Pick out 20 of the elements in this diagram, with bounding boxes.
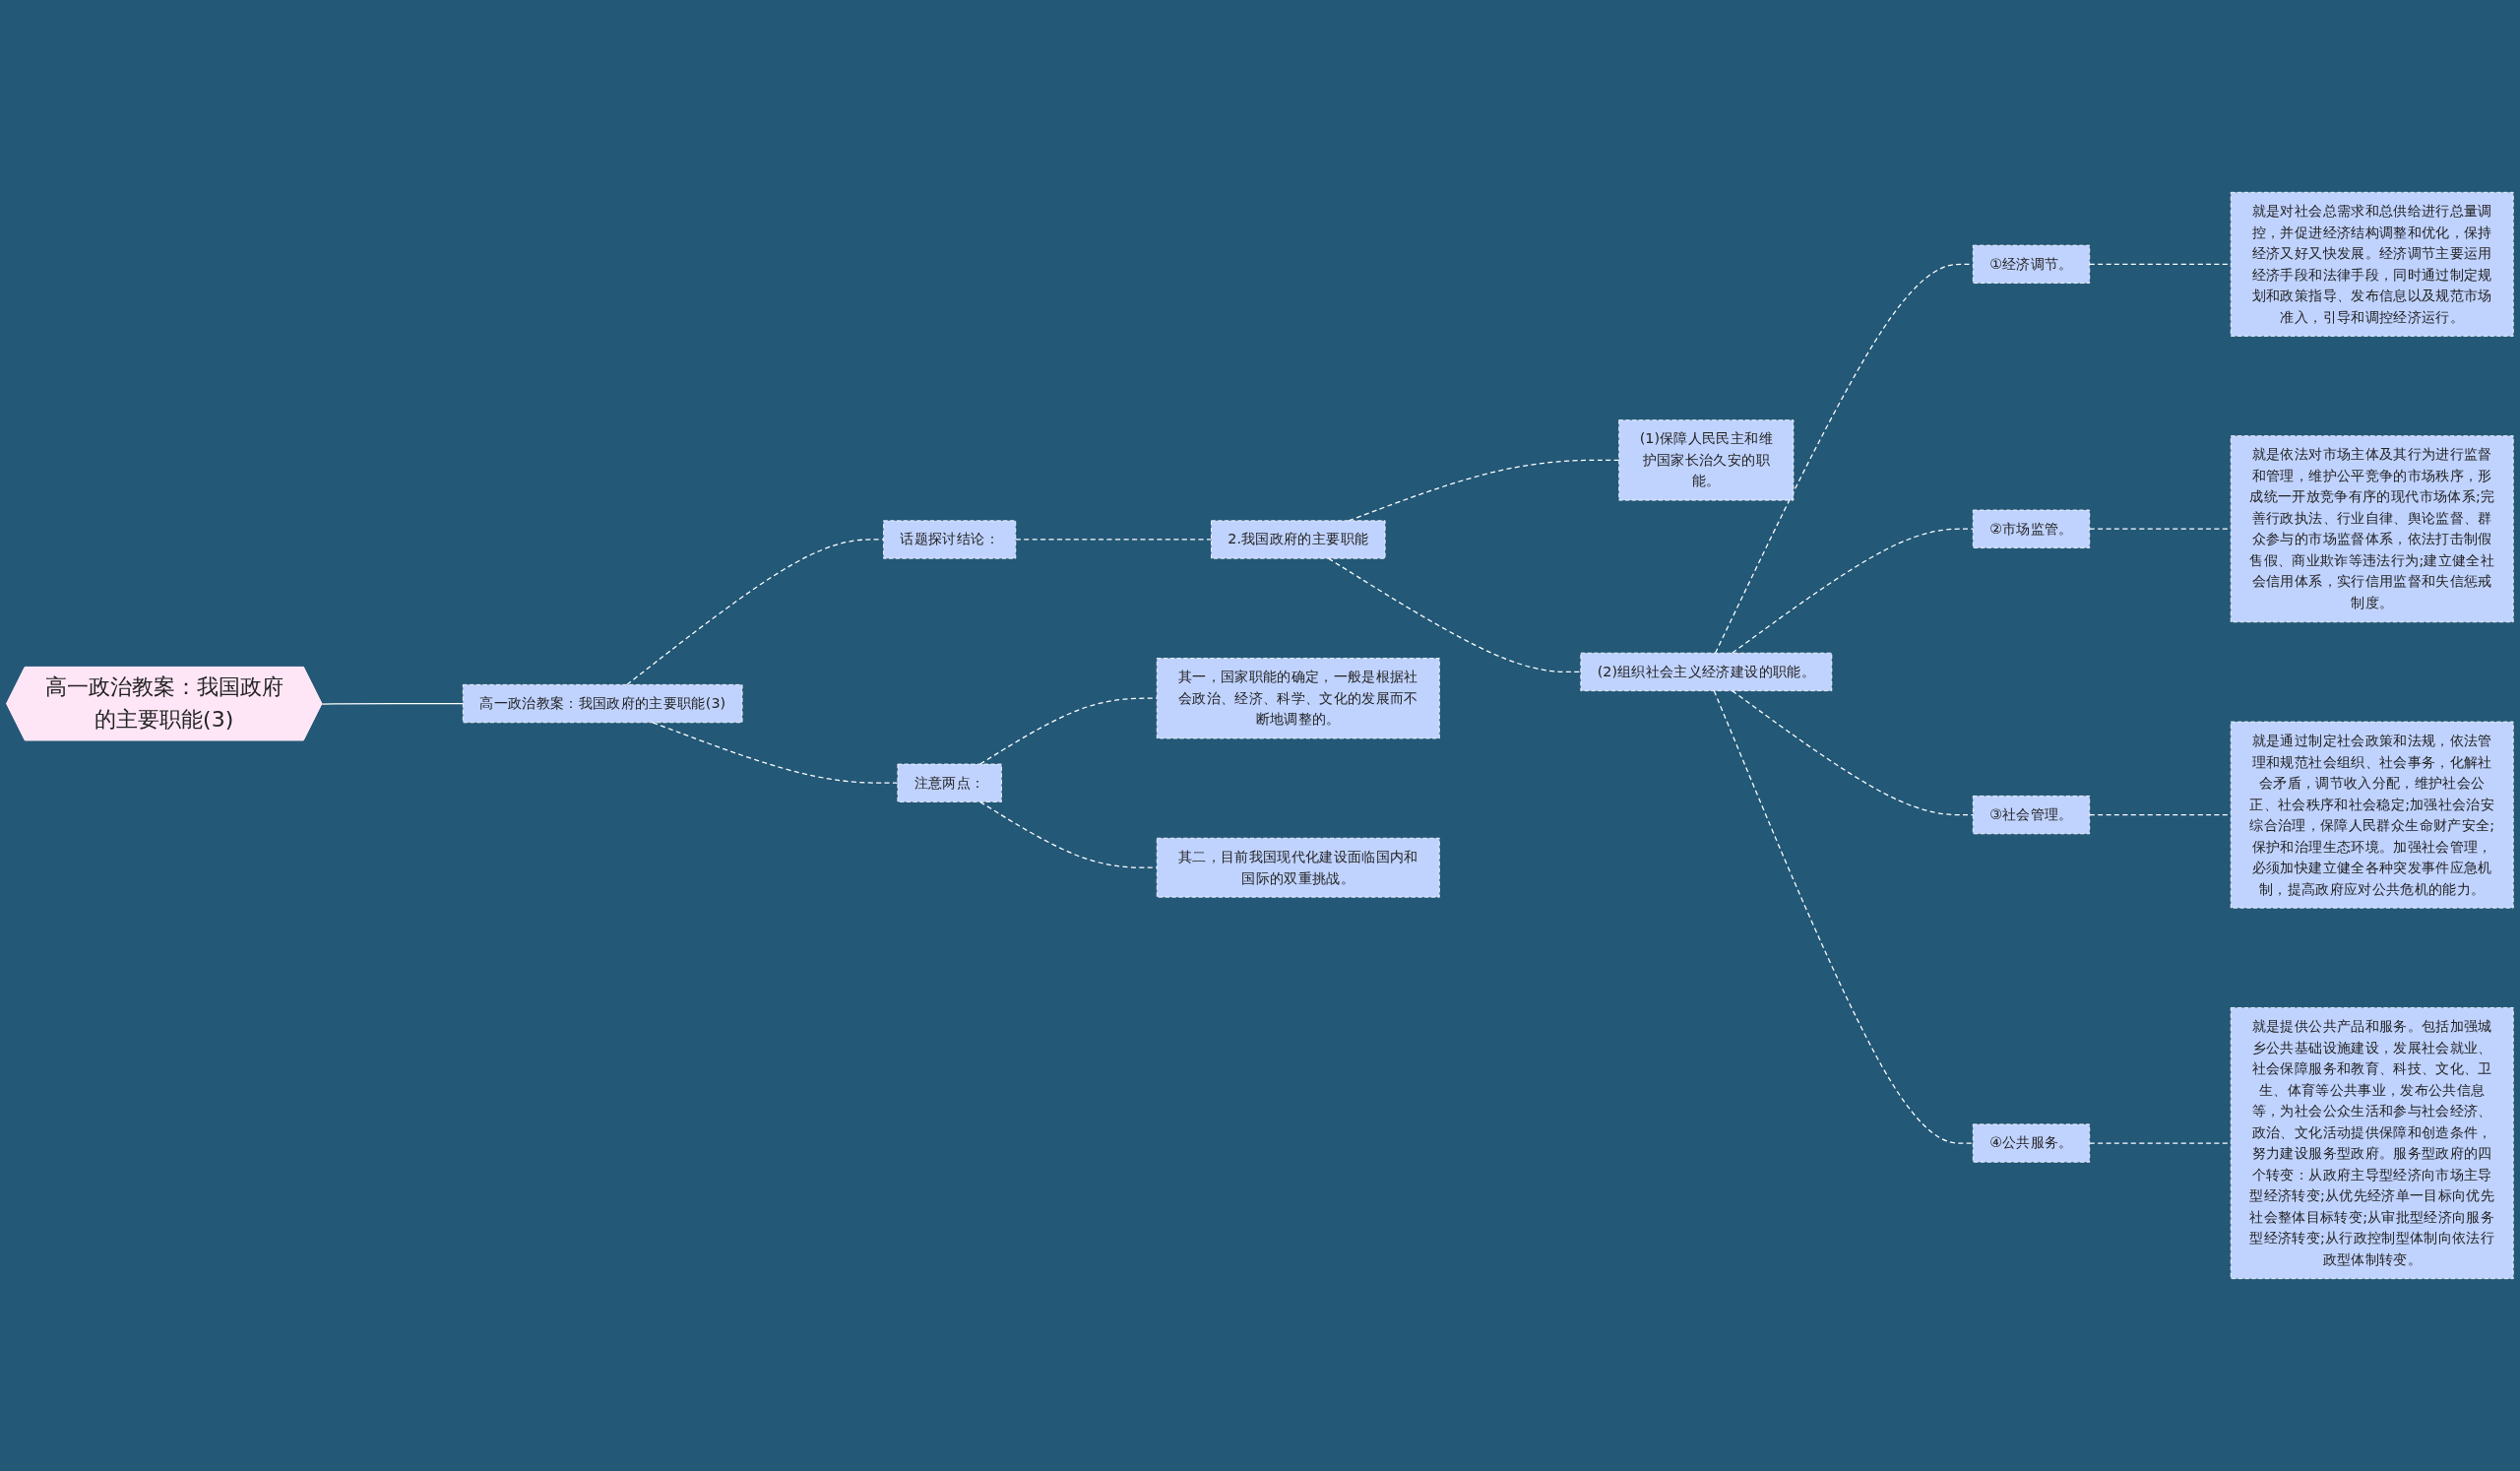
connector <box>1327 557 1582 673</box>
node-box: 注意两点： <box>897 763 1002 802</box>
node-box: (1)保障人民民主和维护国家长治久安的职能。 <box>1618 419 1795 501</box>
node-box: 就是通过制定社会政策和法规，依法管理和规范社会组织、社会事务，化解社会矛盾，调节收入分配，维护社会公正、社会秩序和社会稳定;加强社会治安综合治理，保障人民群众生命财产安全;保护和治理生态环境。加强社会管理，必须加快建立健全各种突发事件应急机制，提高政府应对公共危机的能力。 <box>2230 721 2514 909</box>
node-box: 就是提供公共产品和服务。包括加强城乡公共基础设施建设，发展社会就业、社会保障服务和教育、科技、文化、卫生、体育等公共事业，发布公共信息等，为社会公众生活和参与社会经济、政治、文化活动提供保障和创造条件，努力建设服务型政府。服务型政府的四个转变：从政府主导型经济向市场主导型经济转变;从优先经济单一目标向优先社会整体目标转变;从审批型经济向服务型经济转变;从行政控制型体制向依法行政型体制转变。 <box>2230 1007 2514 1280</box>
node-box: ①经济调节。 <box>1972 244 2091 284</box>
connector <box>321 702 464 705</box>
node-box: ③社会管理。 <box>1972 796 2091 835</box>
node-box: 2.我国政府的主要职能 <box>1211 520 1386 559</box>
node-box: 高一政治教案：我国政府的主要职能(3) <box>462 684 743 724</box>
node-box: 话题探讨结论： <box>883 520 1017 559</box>
connector <box>1713 690 1974 1144</box>
node-box: 就是对社会总需求和总供给进行总量调控，并促进经济结构调整和优化，保持经济又好又快发展。经济调节主要运用经济手段和法律手段，同时通过制定规划和政策指导、发布信息以及规范市场准入，引导和调控经济运行。 <box>2230 191 2514 337</box>
connector <box>652 722 899 784</box>
node-box: 其二，目前我国现代化建设面临国内和国际的双重挑战。 <box>1156 837 1440 898</box>
node-box: (2)组织社会主义经济建设的职能。 <box>1580 652 1833 692</box>
node-box: 其一，国家职能的确定，一般是根据社会政治、经济、科学、文化的发展而不断地调整的。 <box>1156 658 1440 739</box>
node-box: ④公共服务。 <box>1972 1123 2091 1163</box>
node-box: ②市场监管。 <box>1972 509 2091 548</box>
node-box: 就是依法对市场主体及其行为进行监督和管理，维护公平竞争的市场秩序，形成统一开放竞争有序的现代市场体系;完善行政执法、行业自律、舆论监督、群众参与的市场监督体系，依法打击制假售假、商业欺诈等违法行为;建立健全社会信用体系，实行信用监督和失信惩戒制度。 <box>2230 435 2514 623</box>
